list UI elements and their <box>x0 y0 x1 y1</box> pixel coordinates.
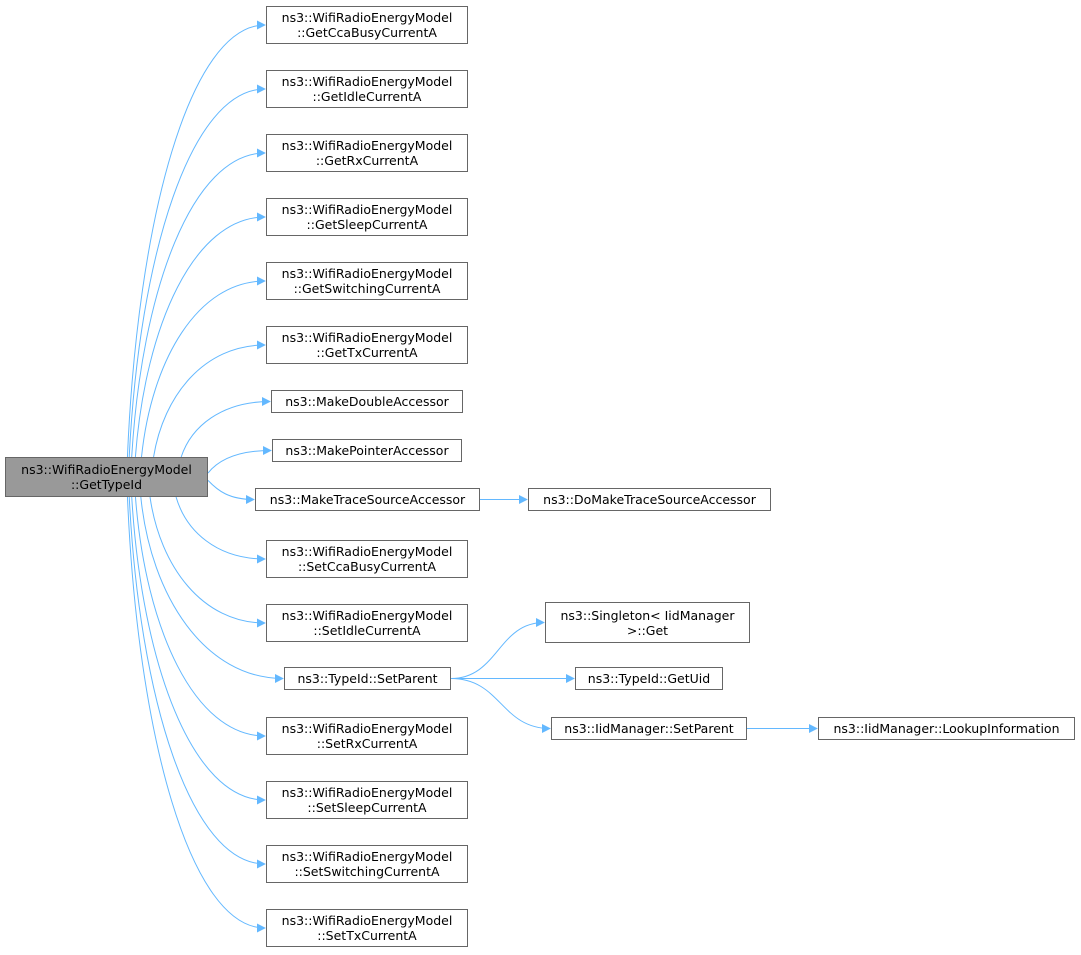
node-label-line: ns3::WifiRadioEnergyModel <box>281 74 453 89</box>
edge-root-to-idle_set <box>149 496 266 628</box>
graph-node-sw-set[interactable]: ns3::WifiRadioEnergyModel::SetSwitchingC… <box>266 845 468 883</box>
graph-node-tx-set[interactable]: ns3::WifiRadioEnergyModel::SetTxCurrentA <box>266 909 468 947</box>
graph-node-rx-set[interactable]: ns3::WifiRadioEnergyModel::SetRxCurrentA <box>266 717 468 755</box>
node-label-line: ns3::WifiRadioEnergyModel <box>21 462 192 477</box>
node-label-line: ::GetCcaBusyCurrentA <box>297 25 437 40</box>
node-label-line: ns3::WifiRadioEnergyModel <box>281 330 453 345</box>
edge-root-to-rx_get <box>131 148 266 458</box>
call-edges <box>126 20 818 933</box>
graph-node-lookup[interactable]: ns3::IidManager::LookupInformation <box>818 717 1075 740</box>
graph-node-setparent[interactable]: ns3::TypeId::SetParent <box>284 667 451 690</box>
node-label-line: ns3::TypeId::SetParent <box>297 671 438 686</box>
graph-node-iidsetp[interactable]: ns3::IidManager::SetParent <box>551 717 747 740</box>
node-label-line: ::SetSwitchingCurrentA <box>294 864 440 879</box>
node-label-line: ns3::WifiRadioEnergyModel <box>281 913 453 928</box>
node-label-line: ns3::WifiRadioEnergyModel <box>281 608 453 623</box>
graph-node-root: ns3::WifiRadioEnergyModel::GetTypeId <box>5 457 208 497</box>
edge-root-to-sleep_set <box>131 496 266 805</box>
edge-root-to-idle_get <box>128 84 266 458</box>
graph-node-mktrace[interactable]: ns3::MakeTraceSourceAccessor <box>255 488 480 511</box>
node-label-line: ns3::WifiRadioEnergyModel <box>281 849 453 864</box>
node-label-line: ::SetSleepCurrentA <box>307 800 427 815</box>
edge-root-to-rx_set <box>134 496 266 741</box>
node-label-line: ns3::MakePointerAccessor <box>285 443 449 458</box>
edge-root-to-mkdouble <box>180 397 271 458</box>
graph-node-domktrace[interactable]: ns3::DoMakeTraceSourceAccessor <box>528 488 771 511</box>
graph-node-mkdouble[interactable]: ns3::MakeDoubleAccessor <box>271 390 463 413</box>
graph-node-cca-set[interactable]: ns3::WifiRadioEnergyModel::SetCcaBusyCur… <box>266 540 468 578</box>
node-label-line: ns3::IidManager::SetParent <box>564 721 734 736</box>
node-label-line: ::GetSwitchingCurrentA <box>293 281 441 296</box>
edge-setparent-to-iidsetp <box>450 678 551 733</box>
graph-node-singleton[interactable]: ns3::Singleton< IidManager>::Get <box>545 602 750 643</box>
node-label-line: ns3::TypeId::GetUid <box>587 671 711 686</box>
node-label-line: ::SetRxCurrentA <box>316 736 418 751</box>
node-label-line: ns3::MakeDoubleAccessor <box>285 394 449 409</box>
graph-node-mkptr[interactable]: ns3::MakePointerAccessor <box>272 439 462 462</box>
node-label-line: ns3::WifiRadioEnergyModel <box>281 202 453 217</box>
node-label-line: ns3::Singleton< IidManager <box>560 607 735 623</box>
node-label-line: ns3::WifiRadioEnergyModel <box>281 266 453 281</box>
graph-node-sleep-set[interactable]: ns3::WifiRadioEnergyModel::SetSleepCurre… <box>266 781 468 819</box>
node-label-line: ::GetRxCurrentA <box>315 153 419 168</box>
node-label-line: ns3::WifiRadioEnergyModel <box>281 544 453 559</box>
graph-node-sw-get[interactable]: ns3::WifiRadioEnergyModel::GetSwitchingC… <box>266 262 468 300</box>
graph-node-idle-set[interactable]: ns3::WifiRadioEnergyModel::SetIdleCurren… <box>266 604 468 642</box>
node-label-line: ns3::MakeTraceSourceAccessor <box>269 492 466 507</box>
node-label-line: ns3::WifiRadioEnergyModel <box>281 785 453 800</box>
edge-root-to-tx_set <box>126 496 266 933</box>
edge-root-to-setparent <box>140 496 284 683</box>
node-label-line: ::SetTxCurrentA <box>317 928 417 943</box>
node-label-line: ::GetTxCurrentA <box>316 345 418 360</box>
graph-node-tx-get[interactable]: ns3::WifiRadioEnergyModel::GetTxCurrentA <box>266 326 468 364</box>
node-label-line: ::GetSleepCurrentA <box>306 217 428 232</box>
node-label-line: ns3::WifiRadioEnergyModel <box>281 721 453 736</box>
edge-root-to-sw_set <box>128 496 266 869</box>
edge-root-to-sleep_get <box>134 212 266 458</box>
node-label-line: ns3::WifiRadioEnergyModel <box>281 10 453 25</box>
edge-root-to-mkptr <box>207 446 272 474</box>
node-label-line: ::GetTypeId <box>70 477 143 492</box>
graph-node-rx-get[interactable]: ns3::WifiRadioEnergyModel::GetRxCurrentA <box>266 134 468 172</box>
node-label-line: ::GetIdleCurrentA <box>312 89 422 104</box>
edge-setparent-to-singleton <box>450 618 545 679</box>
edge-root-to-cca_set <box>175 496 266 564</box>
node-label-line: >::Get <box>626 622 669 638</box>
graph-node-cca-get[interactable]: ns3::WifiRadioEnergyModel::GetCcaBusyCur… <box>266 6 468 44</box>
node-label-line: ::SetCcaBusyCurrentA <box>297 559 437 574</box>
edge-root-to-sw_get <box>141 276 266 458</box>
node-label-line: ns3::WifiRadioEnergyModel <box>281 138 453 153</box>
node-label-line: ns3::DoMakeTraceSourceAccessor <box>543 492 756 507</box>
graph-node-idle-get[interactable]: ns3::WifiRadioEnergyModel::GetIdleCurren… <box>266 70 468 108</box>
node-label-line: ns3::IidManager::LookupInformation <box>833 721 1060 736</box>
edge-root-to-tx_get <box>153 340 266 458</box>
graph-node-getuid[interactable]: ns3::TypeId::GetUid <box>575 667 723 690</box>
edge-root-to-mktrace <box>207 480 255 504</box>
graph-node-sleep-get[interactable]: ns3::WifiRadioEnergyModel::GetSleepCurre… <box>266 198 468 236</box>
edge-root-to-cca_get <box>126 20 266 458</box>
node-label-line: ::SetIdleCurrentA <box>313 623 421 638</box>
